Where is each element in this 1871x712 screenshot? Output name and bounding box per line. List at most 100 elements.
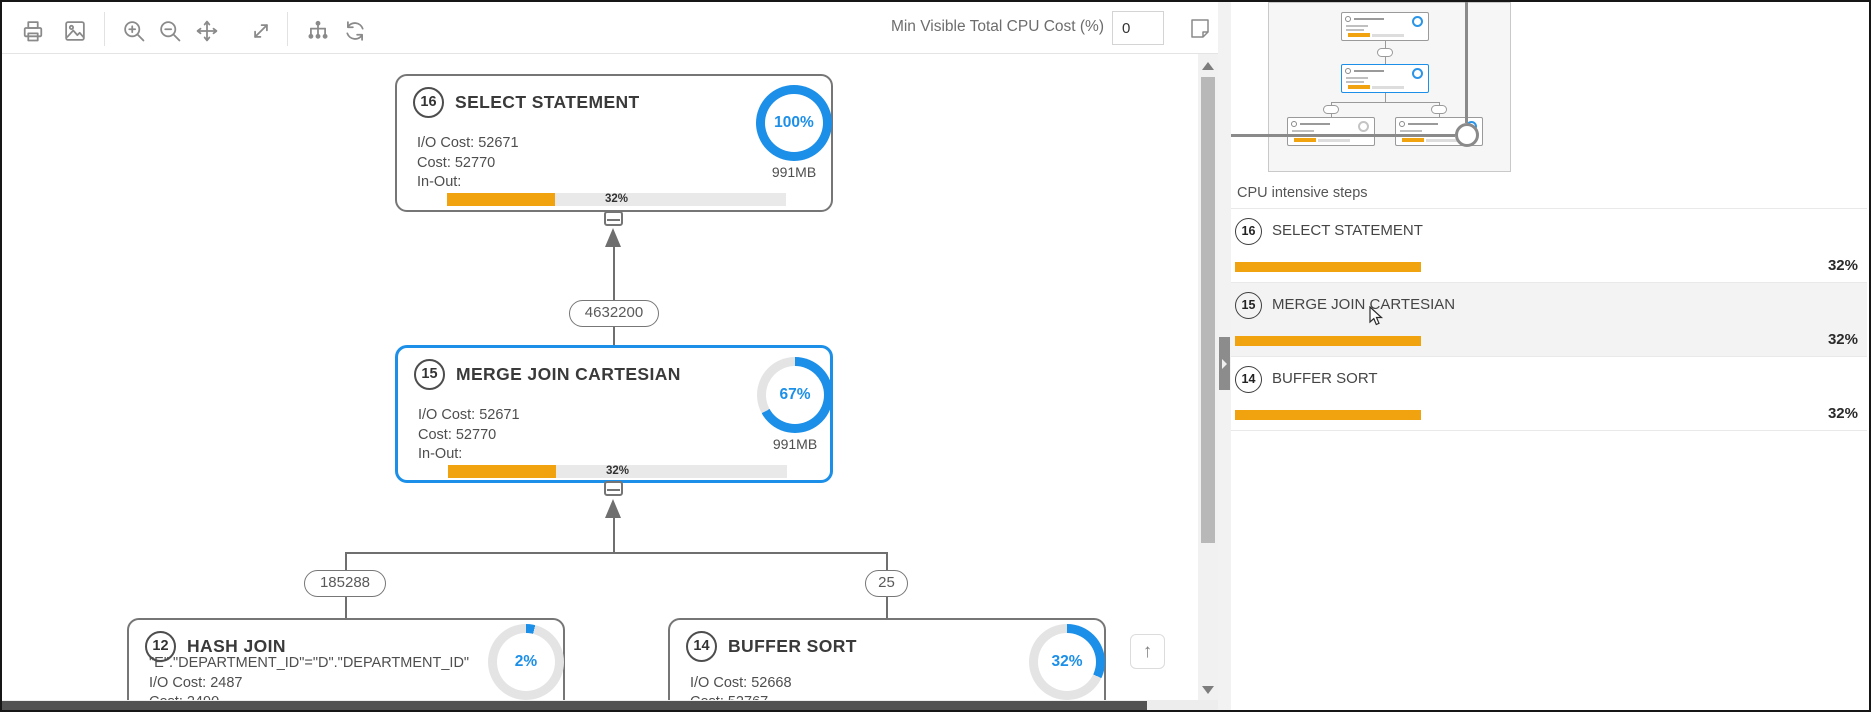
minimap-node-select-statement [1341, 12, 1429, 41]
plan-node-buffer-sort[interactable]: 14 BUFFER SORT I/O Cost: 52668 Cost: 527… [668, 618, 1106, 712]
step-cpu-percent: 32% [1827, 405, 1858, 422]
step-badge: 15 [1235, 292, 1262, 319]
minimap-edge-label [1431, 105, 1447, 114]
node-step-badge: 16 [413, 87, 444, 118]
node-io-cost: I/O Cost: 2487 [149, 674, 243, 691]
node-step-badge: 15 [414, 359, 445, 390]
edge-line [613, 517, 615, 553]
step-cpu-bar [1235, 410, 1421, 420]
divider [1231, 430, 1867, 431]
mouse-cursor [1369, 305, 1385, 333]
plan-node-select-statement[interactable]: 16 SELECT STATEMENT I/O Cost: 52671 Cost… [395, 74, 833, 212]
node-in-out: In-Out: [417, 174, 462, 190]
cpu-step-row-buffer-sort[interactable]: 14 BUFFER SORT 32% [1231, 357, 1867, 430]
panel-splitter[interactable] [1218, 2, 1231, 710]
node-title: SELECT STATEMENT [455, 92, 640, 112]
collapse-branch-button[interactable] [604, 211, 623, 226]
node-info: I/O Cost: 52671 Cost: 52770 In-Out: [417, 134, 519, 193]
minimap-edge-label [1323, 105, 1339, 114]
edge-junction-line [345, 552, 888, 554]
minimap-node-merge-join-cartesian [1341, 64, 1429, 93]
step-badge: 16 [1235, 218, 1262, 245]
step-cpu-percent: 32% [1827, 331, 1858, 348]
node-memory: 991MB [772, 436, 818, 452]
min-cpu-cost-input[interactable] [1112, 11, 1164, 45]
horizontal-scrollbar[interactable] [2, 700, 1218, 712]
edge-label-cardinality: 4632200 [569, 300, 659, 327]
toolbar-separator [287, 12, 288, 46]
cpu-step-row-merge-join-cartesian[interactable]: 15 MERGE JOIN CARTESIAN 32% [1231, 283, 1867, 356]
node-inout-bar-label: 32% [605, 465, 630, 477]
node-cpu-percent: 100% [765, 94, 823, 152]
notes-icon[interactable] [1186, 15, 1214, 43]
cpu-step-row-select-statement[interactable]: 16 SELECT STATEMENT 32% [1231, 209, 1867, 282]
node-io-cost: I/O Cost: 52671 [418, 407, 520, 423]
minimap-edge-label [1377, 48, 1393, 57]
toolbar: Min Visible Total CPU Cost (%) [2, 2, 1218, 54]
collapse-branch-button[interactable] [604, 481, 623, 496]
horizontal-scrollbar-thumb[interactable] [2, 701, 1147, 710]
export-image-button[interactable] [62, 18, 88, 44]
node-cost: Cost: 52770 [418, 426, 497, 443]
minimap-edge [1385, 93, 1386, 102]
node-cpu-donut: 67% [757, 357, 833, 433]
edge-line [613, 246, 615, 345]
edge-arrowhead [605, 228, 621, 247]
node-cpu-percent: 67% [766, 366, 824, 424]
divider [1231, 356, 1867, 357]
node-inout-bar-fill [448, 465, 557, 478]
node-io-cost: I/O Cost: 52671 [417, 135, 519, 151]
node-io-cost: I/O Cost: 52668 [690, 674, 792, 691]
node-title: HASH JOIN [187, 636, 286, 656]
minimap-viewport-edge [1231, 134, 1455, 137]
node-step-badge: 12 [145, 631, 176, 662]
minimap-viewport-edge [1465, 2, 1468, 123]
fit-to-screen-button[interactable] [248, 18, 274, 44]
min-cpu-cost-label: Min Visible Total CPU Cost (%) [890, 18, 1104, 35]
zoom-out-button[interactable] [157, 18, 183, 44]
node-inout-bar: 32% [447, 193, 786, 206]
zoom-in-button[interactable] [121, 18, 147, 44]
node-predicate [690, 654, 792, 674]
step-cpu-percent: 32% [1827, 257, 1858, 274]
node-in-out: In-Out: [418, 446, 463, 462]
step-cpu-bar [1235, 262, 1421, 272]
step-label: MERGE JOIN CARTESIAN [1272, 296, 1456, 313]
hierarchy-layout-button[interactable] [305, 18, 331, 44]
plan-node-hash-join[interactable]: 12 HASH JOIN "E"."DEPARTMENT_ID"="D"."DE… [127, 618, 565, 712]
step-badge: 14 [1235, 366, 1262, 393]
node-memory: 991MB [771, 164, 817, 180]
node-cpu-percent: 32% [1038, 633, 1096, 691]
vertical-scrollbar[interactable] [1198, 54, 1218, 710]
print-button[interactable] [20, 18, 46, 44]
minimap-node-hash-join [1287, 117, 1375, 146]
node-cpu-percent: 2% [497, 633, 555, 691]
scroll-down-arrow[interactable] [1202, 686, 1214, 694]
scroll-up-arrow[interactable] [1202, 62, 1214, 70]
node-info: I/O Cost: 52671 Cost: 52770 In-Out: [418, 406, 520, 465]
node-inout-bar: 32% [448, 465, 787, 478]
step-label: SELECT STATEMENT [1272, 222, 1423, 239]
node-title: MERGE JOIN CARTESIAN [456, 364, 681, 384]
toolbar-separator [104, 12, 105, 46]
pan-button[interactable] [194, 18, 220, 44]
edge-label-cardinality: 185288 [304, 570, 386, 597]
plan-node-merge-join-cartesian[interactable]: 15 MERGE JOIN CARTESIAN I/O Cost: 52671 … [395, 345, 833, 483]
node-step-badge: 14 [686, 631, 717, 662]
minimap[interactable] [1268, 2, 1511, 172]
scroll-to-top-button[interactable]: ↑ [1130, 634, 1165, 669]
vertical-scrollbar-thumb[interactable] [1201, 77, 1215, 543]
node-predicate: "E"."DEPARTMENT_ID"="D"."DEPARTMENT_ID" [149, 655, 470, 671]
cpu-steps-title: CPU intensive steps [1237, 185, 1368, 201]
edge-label-cardinality: 25 [865, 570, 908, 597]
node-cost: Cost: 52770 [417, 154, 496, 171]
node-inout-bar-fill [447, 193, 556, 206]
minimap-edge [1331, 102, 1439, 103]
refresh-button[interactable] [342, 18, 368, 44]
edge-arrowhead [605, 499, 621, 518]
step-cpu-bar [1235, 336, 1421, 346]
node-cpu-donut: 32% [1029, 624, 1105, 700]
divider [1231, 208, 1867, 209]
splitter-collapse-handle[interactable] [1219, 337, 1230, 390]
minimap-viewport-handle[interactable] [1455, 123, 1479, 147]
